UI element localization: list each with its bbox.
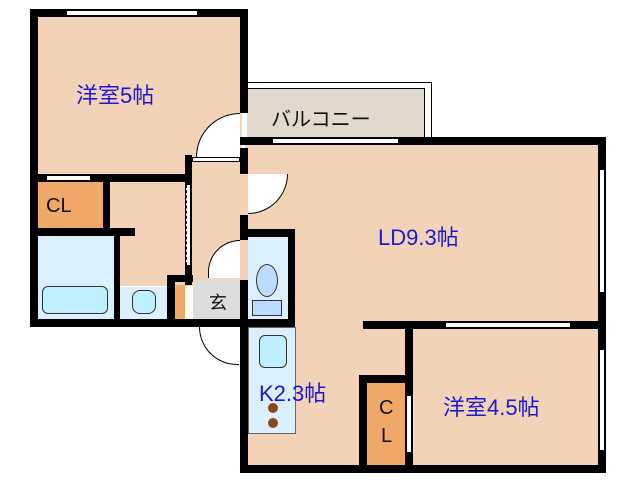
- stove-burner-icon: [268, 403, 278, 413]
- window: [67, 10, 197, 16]
- wall: [30, 9, 38, 327]
- wall: [240, 229, 295, 237]
- closet-bottom: [367, 383, 409, 466]
- wall: [240, 148, 248, 174]
- wall: [598, 137, 606, 472]
- wall: [30, 174, 190, 182]
- toilet-tank-icon: [252, 300, 282, 316]
- wall: [167, 275, 175, 327]
- room-label-ld: LD9.3帖: [378, 225, 459, 250]
- wall: [30, 319, 245, 327]
- wall: [359, 375, 367, 470]
- window: [599, 170, 605, 292]
- wall: [240, 9, 248, 113]
- room-label-balcony: バルコニー: [271, 109, 371, 131]
- bathtub-icon: [42, 286, 108, 314]
- closet-label-c: C: [379, 397, 394, 419]
- wall: [114, 236, 120, 326]
- closet-door: [406, 395, 412, 453]
- room-western-4-5: [412, 328, 602, 468]
- wall: [288, 229, 295, 327]
- closet-top: [38, 182, 103, 228]
- toilet-icon: [256, 264, 278, 297]
- window: [273, 138, 398, 144]
- balcony: [247, 88, 425, 138]
- wall: [103, 174, 110, 236]
- room-label-western-4-5: 洋室4.5帖: [443, 395, 540, 420]
- stove-burner-icon: [268, 418, 278, 428]
- door-swing: [199, 327, 239, 365]
- room-ld: [245, 143, 601, 327]
- door-frame: [192, 157, 240, 162]
- kitchen-sink-icon: [259, 335, 287, 368]
- sink-icon: [132, 290, 156, 314]
- window: [446, 322, 570, 328]
- wall: [359, 375, 411, 383]
- wall: [240, 137, 606, 145]
- wall: [167, 275, 193, 282]
- room-label-kitchen: K2.3帖: [259, 381, 327, 406]
- sliding-door: [186, 185, 190, 265]
- wall: [240, 280, 248, 472]
- entrance: [193, 280, 241, 320]
- wall: [30, 228, 135, 236]
- balcony-inner: [247, 88, 425, 143]
- closet-door: [46, 175, 91, 181]
- balcony-rail: [247, 82, 432, 144]
- entrance-label: 玄: [209, 293, 227, 313]
- wall: [240, 465, 606, 473]
- shoe-closet: [175, 285, 185, 320]
- wall: [240, 215, 248, 240]
- closet-label-top: CL: [46, 195, 72, 217]
- closet-label-l: L: [381, 425, 393, 447]
- wall: [240, 319, 295, 327]
- window: [599, 350, 605, 450]
- room-label-western-5: 洋室5帖: [76, 83, 155, 108]
